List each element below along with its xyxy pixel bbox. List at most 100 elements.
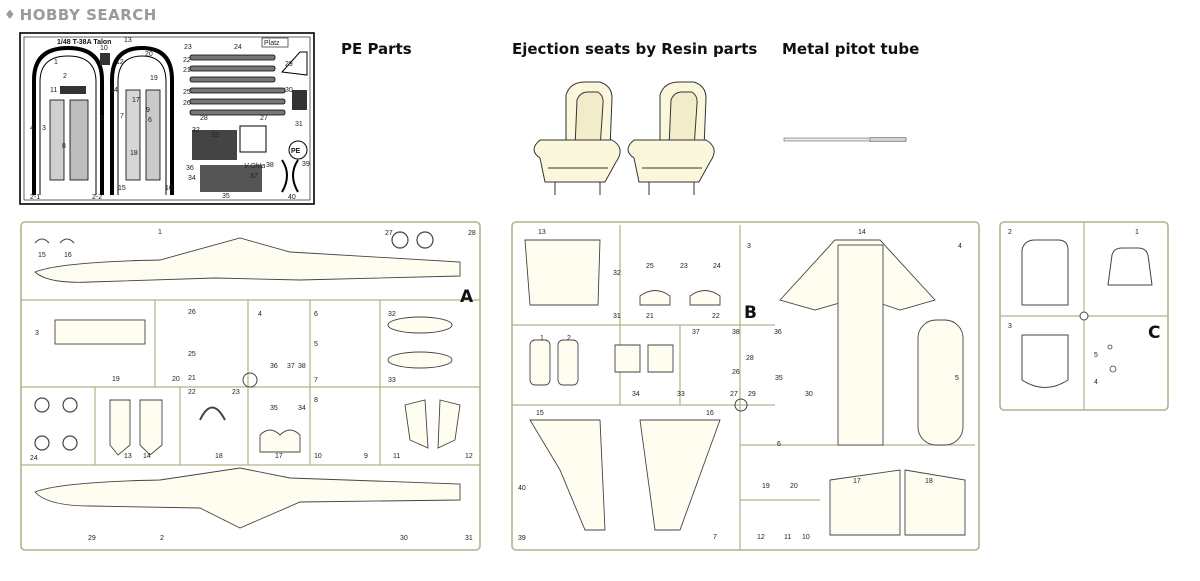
- pe-part-label: 3: [42, 125, 46, 132]
- b-part-label: 30: [805, 391, 813, 398]
- a-part-label: 5: [314, 341, 318, 348]
- a-part-label: 37: [287, 363, 295, 370]
- pe-parts-caption: PE Parts: [341, 40, 412, 58]
- b-part-label: 22: [712, 313, 720, 320]
- b-part-label: 31: [613, 313, 621, 320]
- pe-fret-title: 1/48 T-38A Talon: [57, 39, 111, 46]
- pe-part-label: 31: [295, 121, 303, 128]
- b-part-label: 13: [538, 229, 546, 236]
- b-part-label: 8: [0, 0, 4, 2]
- a-part-label: 29: [88, 535, 96, 542]
- a-part-label: 13: [124, 453, 132, 460]
- pe-part-label: 21: [183, 67, 191, 74]
- c-part-label: 3: [1008, 323, 1012, 330]
- a-part-label: 28: [468, 230, 476, 237]
- pe-part-label: 16: [165, 185, 173, 192]
- a-part-label: 20: [172, 376, 180, 383]
- pe-part-label: 2-2: [92, 194, 102, 201]
- pe-part-label: 40: [288, 194, 296, 201]
- pe-part-label: 14: [110, 87, 118, 94]
- b-part-label: 36: [774, 329, 782, 336]
- b-part-label: 3: [747, 243, 751, 250]
- a-part-label: 10: [314, 453, 322, 460]
- a-part-label: 23: [232, 389, 240, 396]
- a-part-label: 2: [160, 535, 164, 542]
- pe-part-label: 18: [130, 150, 138, 157]
- sprue-c: C 1 2 3 4 5: [999, 221, 1169, 411]
- pe-part-label: 37: [250, 173, 258, 180]
- b-part-label: 29: [748, 391, 756, 398]
- b-part-label: 1: [540, 335, 544, 342]
- b-part-label: 25: [646, 263, 654, 270]
- b-part-label: 10: [802, 534, 810, 541]
- b-part-label: 4: [958, 243, 962, 250]
- c-part-label: 2: [1008, 229, 1012, 236]
- pe-mark: PE: [291, 148, 301, 155]
- a-part-label: 30: [400, 535, 408, 542]
- logo-icon: ♦: [4, 7, 16, 23]
- a-part-label: 7: [314, 377, 318, 384]
- pe-part-label: 28: [200, 115, 208, 122]
- b-part-label: 6: [777, 441, 781, 448]
- pe-part-label: 29: [285, 61, 293, 68]
- a-part-label: 9: [364, 453, 368, 460]
- a-part-label: 38: [298, 363, 306, 370]
- b-part-label: 32: [613, 270, 621, 277]
- pe-part-label: 1: [54, 59, 58, 66]
- c-part-label: 4: [1094, 379, 1098, 386]
- pe-part-label: 6: [148, 117, 152, 124]
- a-part-label: 12: [465, 453, 473, 460]
- pe-part-label: 17: [132, 97, 140, 104]
- b-part-label: 12: [757, 534, 765, 541]
- a-part-label: 31: [465, 535, 473, 542]
- resin-seat-2: [627, 81, 715, 195]
- a-part-label: 21: [188, 375, 196, 382]
- pe-part-label: 7: [120, 113, 124, 120]
- sprue-c-letter: C: [1148, 323, 1160, 343]
- b-part-label: 33: [677, 391, 685, 398]
- pe-part-label: 24: [234, 44, 242, 51]
- pe-part-label: 34: [188, 175, 196, 182]
- b-part-label: 20: [790, 483, 798, 490]
- b-part-label: 28: [746, 355, 754, 362]
- a-part-label: 22: [188, 389, 196, 396]
- pe-part-label: 13: [124, 37, 132, 44]
- b-part-label: 24: [713, 263, 721, 270]
- pe-signature: V.Ohta: [244, 163, 265, 170]
- a-part-label: 14: [143, 453, 151, 460]
- a-part-label: 24: [30, 455, 38, 462]
- pe-part-label: 36: [186, 165, 194, 172]
- c-part-label: 5: [1094, 352, 1098, 359]
- b-part-label: 5: [955, 375, 959, 382]
- a-part-label: 34: [298, 405, 306, 412]
- pe-part-label: 35: [222, 193, 230, 200]
- pe-part-label: 27: [260, 115, 268, 122]
- c-part-label: 1: [1135, 229, 1139, 236]
- b-part-label: 17: [853, 478, 861, 485]
- pitot-tube-caption: Metal pitot tube: [782, 40, 920, 58]
- sprue-b-letter: B: [744, 303, 757, 323]
- b-part-label: 16: [706, 410, 714, 417]
- sprue-a-letter: A: [460, 287, 474, 307]
- b-part-label: 18: [925, 478, 933, 485]
- site-header: ♦ HOBBY SEARCH: [4, 4, 157, 26]
- pe-part-label: 33: [211, 132, 219, 139]
- a-part-label: 35: [270, 405, 278, 412]
- pe-part-label: 10: [100, 45, 108, 52]
- pe-part-label: 15: [118, 185, 126, 192]
- pe-part-label: 9: [146, 107, 150, 114]
- a-part-label: 27: [385, 230, 393, 237]
- pe-part-label: 39: [302, 161, 310, 168]
- pe-part-label: 2: [63, 73, 67, 80]
- b-part-label: 38: [732, 329, 740, 336]
- pe-part-label: 22: [183, 57, 191, 64]
- site-logo[interactable]: HOBBY SEARCH: [19, 6, 157, 24]
- a-part-label: 18: [215, 453, 223, 460]
- a-part-label: 25: [188, 351, 196, 358]
- a-part-label: 3: [35, 330, 39, 337]
- pe-part-label: 2-1: [30, 194, 40, 201]
- pe-part-label: 4: [30, 125, 34, 132]
- b-part-label: 34: [632, 391, 640, 398]
